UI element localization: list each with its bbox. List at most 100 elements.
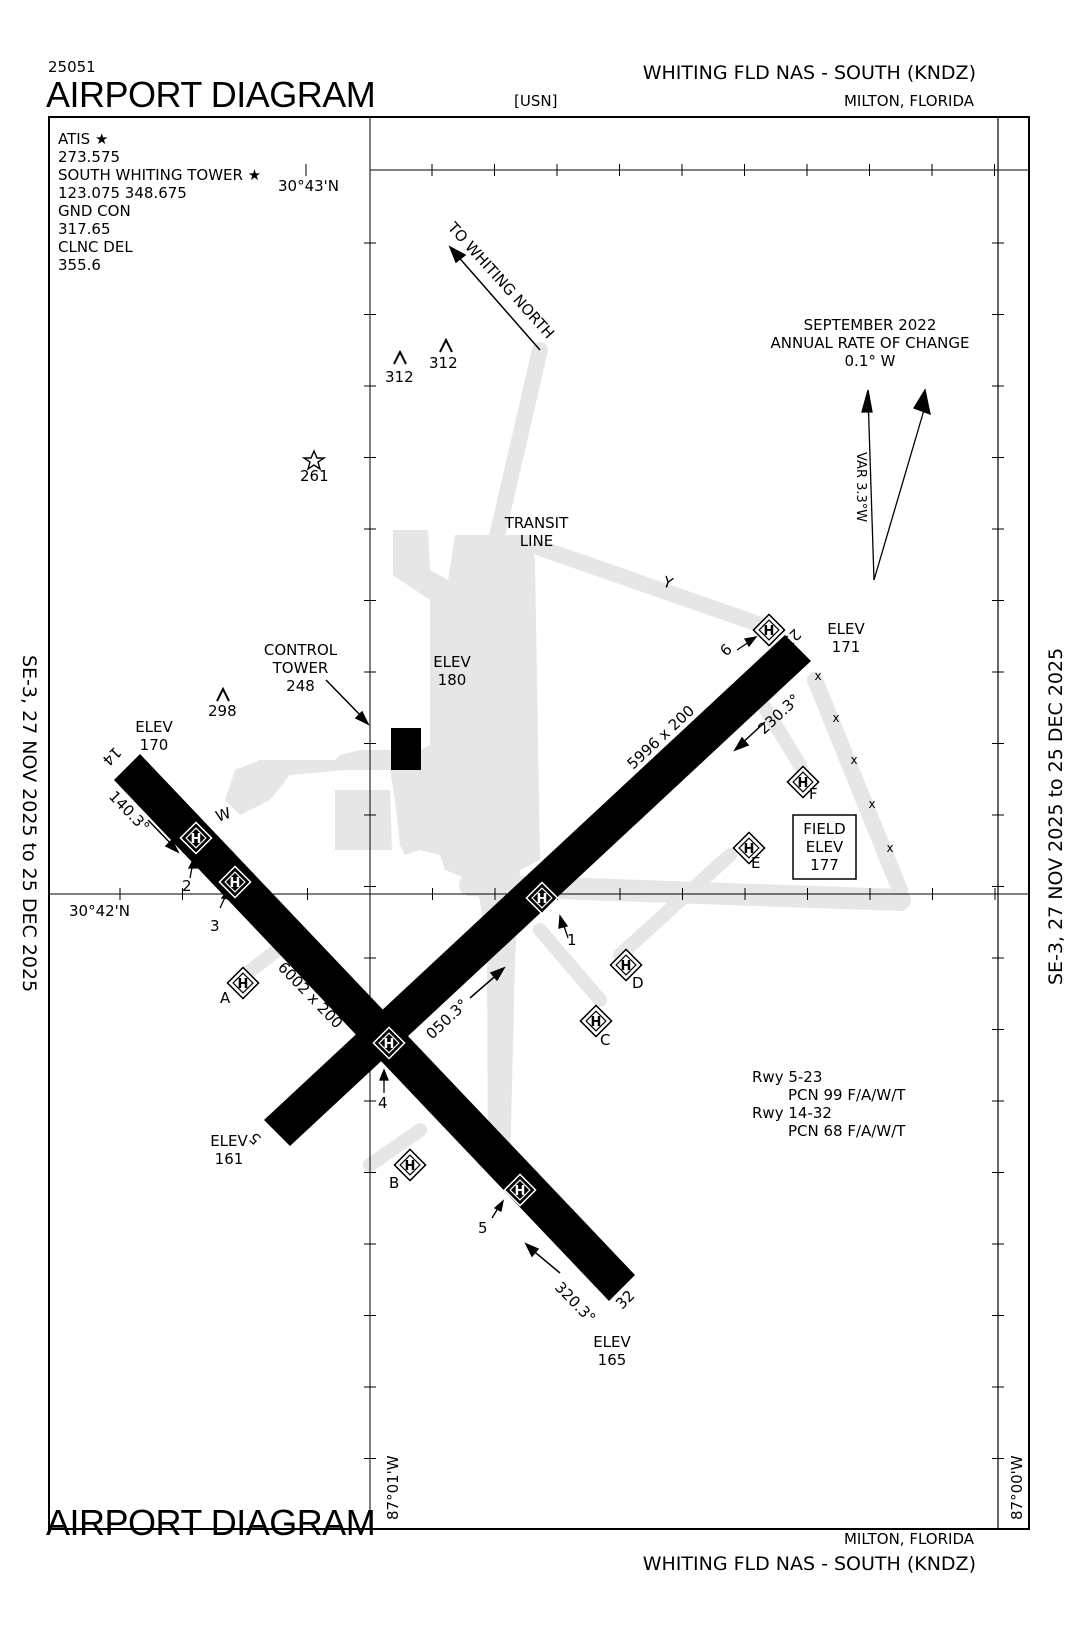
runway-32-elevation: ELEV 165 — [584, 1333, 640, 1369]
tower-label: SOUTH WHITING TOWER ★ — [58, 166, 262, 184]
pcn-notes: Rwy 5-23 PCN 99 F/A/W/T Rwy 14-32 PCN 68… — [752, 1068, 905, 1140]
magnetic-variation-value: VAR 3.3°W — [853, 452, 868, 522]
hold-marker-1: 1 — [567, 931, 577, 949]
obstacle-elevation: 312 — [385, 368, 414, 386]
atis-frequency: 273.575 — [58, 148, 121, 166]
helipad-icon: H — [609, 948, 643, 982]
runway-end-14: 14 — [99, 743, 125, 769]
obstacle-elevation: 298 — [208, 702, 237, 720]
taxiway-c-label: C — [600, 1031, 610, 1049]
helipad-outline — [579, 1004, 613, 1038]
control-tower-word-1: CONTROL — [263, 641, 338, 659]
elev-word: ELEV — [593, 1333, 631, 1351]
helipad-icon: H — [786, 765, 820, 799]
fence-x-mark: x — [850, 753, 857, 767]
helipad-letter: H — [744, 842, 755, 857]
obstacle-icon — [216, 686, 230, 702]
helipad-letter: H — [405, 1159, 416, 1174]
helipad-outline — [525, 881, 559, 915]
field-word: FIELD — [803, 820, 846, 838]
footer-airport-name: WHITING FLD NAS - SOUTH (KNDZ) — [642, 1553, 976, 1575]
transit-line-word-2: LINE — [519, 532, 554, 550]
runway-23-elevation-value: 171 — [831, 638, 861, 656]
helipad-letter: H — [515, 1184, 526, 1199]
clearance-delivery-label: CLNC DEL — [58, 238, 133, 256]
elev-word: ELEV — [135, 718, 173, 736]
hold-marker-4: 4 — [378, 1094, 388, 1112]
obstacle-elevation: 312 — [429, 354, 458, 372]
pcn-runway-1-label: Rwy 5-23 — [752, 1068, 823, 1086]
page-title: AIRPORT DIAGRAM — [46, 74, 376, 115]
control-tower-label: CONTROL TOWER 248 — [253, 641, 348, 695]
taxiway-e-label: E — [751, 854, 760, 872]
latitude-top-label: 30°43'N — [278, 177, 340, 195]
helipad-letter: H — [621, 959, 632, 974]
helipad-icon: H — [732, 831, 766, 865]
helipad-letter: H — [798, 776, 809, 791]
magnetic-variation-indicator — [861, 388, 931, 581]
taxiway-f-label: F — [809, 785, 818, 803]
to-whiting-north-label: TO WHITING NORTH — [443, 218, 558, 342]
helipad-outline — [732, 831, 766, 865]
helipad-letter: H — [191, 832, 202, 847]
helipad-outline — [752, 613, 786, 647]
fence-x-mark: x — [832, 711, 839, 725]
obstacle-symbols — [216, 337, 453, 702]
helipad-inner — [224, 871, 246, 893]
control-tower-word-2: TOWER — [272, 659, 329, 677]
taxiway-w-label: W — [213, 804, 233, 826]
chart-number: 25051 — [48, 58, 96, 76]
hold-marker-6: 6 — [716, 640, 735, 660]
helipad-inner — [738, 837, 760, 859]
runway-23-elevation: ELEV 171 — [818, 620, 874, 656]
apron-elevation-value: 180 — [437, 671, 467, 689]
control-tower-elevation: 248 — [286, 677, 315, 695]
runway-14-elevation: ELEV 170 — [126, 718, 182, 754]
helipad-letter: H — [238, 977, 249, 992]
runway-14-32 — [114, 754, 635, 1301]
heading-320-label: 320.3° — [551, 1278, 599, 1327]
helipad-icon: H — [226, 966, 260, 1000]
taxiway-d-label: D — [632, 974, 644, 992]
transit-line-word-1: TRANSIT — [504, 514, 569, 532]
runway-5-elevation: ELEV 161 — [201, 1132, 257, 1168]
latitude-bottom-label: 30°42'N — [69, 902, 131, 920]
control-tower-building — [391, 728, 421, 770]
helipad-outline — [393, 1148, 427, 1182]
elev-word: ELEV — [433, 653, 471, 671]
taxiway-network — [225, 530, 540, 1170]
footer-title: AIRPORT DIAGRAM — [46, 1502, 376, 1543]
pcn-runway-1-value: PCN 99 F/A/W/T — [788, 1086, 906, 1104]
helipad-icon: H — [525, 881, 559, 915]
longitude-right-label: 87°00'W — [1008, 1455, 1026, 1520]
helipad-icon: H — [752, 613, 786, 647]
helipad-letter: H — [230, 876, 241, 891]
true-north-line — [873, 409, 925, 581]
helipad-outline — [372, 1026, 406, 1060]
apron-elevation: ELEV 180 — [424, 653, 480, 689]
to-whiting-north-arrow-head — [448, 245, 467, 264]
elev-word: ELEV — [805, 838, 844, 856]
helipad-inner — [509, 1179, 531, 1201]
hold-marker-3: 3 — [210, 917, 220, 935]
helipad-inner — [615, 954, 637, 976]
pcn-runway-2-label: Rwy 14-32 — [752, 1104, 832, 1122]
hold-marker-arrows — [187, 636, 758, 1219]
obstacle-elevation: 261 — [300, 467, 329, 485]
taxiway-a-label: A — [220, 989, 231, 1007]
helipad-inner — [232, 972, 254, 994]
runway-14-elevation-value: 170 — [139, 736, 169, 754]
elev-word: ELEV — [210, 1132, 248, 1150]
ground-control-label: GND CON — [58, 202, 131, 220]
magnetic-variation-note: SEPTEMBER 2022 ANNUAL RATE OF CHANGE 0.1… — [760, 316, 980, 370]
helipad-icon: H — [579, 1004, 613, 1038]
tower-frequency: 123.075 348.675 — [58, 184, 187, 202]
runway-5-elevation-value: 161 — [214, 1150, 244, 1168]
taxiway-b-label: B — [389, 1174, 399, 1192]
obstacle-icon — [393, 349, 407, 365]
helipad-icon: H — [218, 865, 252, 899]
helipad-letter: H — [591, 1015, 602, 1030]
helipad-inner — [185, 827, 207, 849]
